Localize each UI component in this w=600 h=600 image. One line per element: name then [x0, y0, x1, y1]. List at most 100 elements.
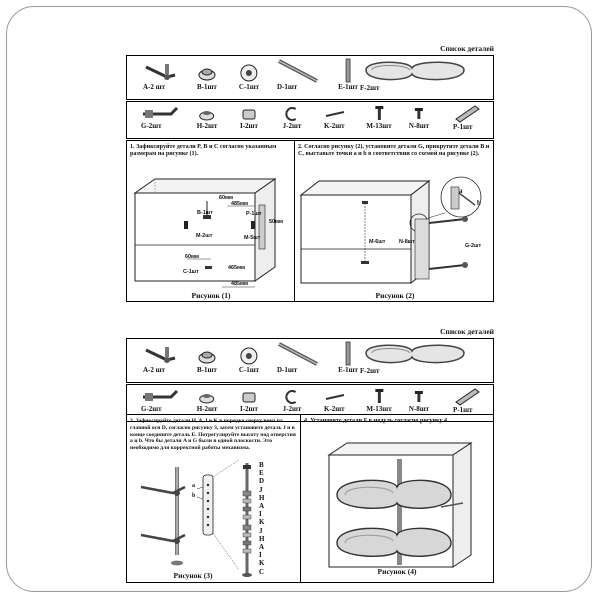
part-label: H-2шт — [196, 405, 218, 413]
pole-icon — [345, 58, 351, 83]
part-i: I-2шт — [240, 389, 258, 413]
label-c-1: C-1шт — [183, 269, 199, 275]
part-k: K-2шт — [324, 106, 346, 130]
part-j: J-2шт — [282, 106, 302, 130]
dim-465: 465мм — [228, 265, 245, 271]
collar-icon — [242, 109, 256, 120]
parts-list-title: Список деталей — [440, 327, 494, 336]
ring-icon — [199, 111, 215, 121]
figure-1-caption: Рисунок (1) — [191, 291, 231, 300]
bushing-icon — [198, 68, 216, 81]
part-label: I-2шт — [240, 122, 258, 130]
parts-row-2: G-2шт H-2шт I-2шт J-2шт K-2шт M-13шт N-8… — [126, 384, 494, 422]
part-b: B-1шт — [197, 63, 217, 91]
part-label: J-2шт — [282, 405, 302, 413]
part-d: D-1шт — [277, 342, 321, 374]
part-label: E-1шт — [338, 366, 358, 374]
hinge-bracket-icon — [143, 106, 179, 118]
instruction-sheet-1: Список деталей A-2 шт B-1шт C-1шт D-1шт … — [126, 44, 494, 302]
part-label: A-2 шт — [143, 366, 165, 374]
part-a: A-2 шт — [143, 344, 177, 374]
screw-icon — [374, 106, 383, 120]
bracket-arm-icon — [145, 64, 176, 80]
rod-icon — [278, 342, 318, 366]
bushing-icon — [198, 351, 216, 364]
part-label: H-2шт — [196, 122, 218, 130]
step-3: 3. Зафиксируйте детали H, A, I и K в пор… — [127, 415, 301, 582]
plate-icon — [455, 388, 480, 406]
part-h: H-2шт — [196, 389, 218, 413]
cap-icon — [240, 347, 258, 365]
part-m: M-13шт — [366, 388, 392, 413]
stack-letter-7: K — [259, 518, 265, 527]
part-a: A-2 шт — [143, 61, 177, 91]
part-label: C-1шт — [238, 366, 260, 374]
dim-60-top: 60мм — [219, 195, 233, 201]
label-g-2: G-2шт — [465, 243, 482, 249]
bracket-arm-icon — [145, 347, 176, 363]
dim-50: 50мм — [269, 219, 283, 225]
part-k: K-2шт — [324, 389, 346, 413]
parts-row-2: G-2шт H-2шт I-2шт J-2шт K-2шт M-13шт N-8… — [126, 101, 494, 139]
stack-letter-13: C — [259, 567, 265, 576]
part-label: I-2шт — [240, 405, 258, 413]
label-m-2: M-2шт — [196, 233, 213, 239]
point-a: a — [459, 187, 463, 195]
part-b: B-1шт — [197, 346, 217, 374]
screw-icon — [374, 389, 383, 403]
part-label: N-8шт — [408, 122, 430, 130]
part-label: K-2шт — [324, 122, 345, 130]
pole-icon — [345, 341, 351, 366]
stack-letter-3: J — [259, 485, 263, 494]
label-b-1: B-1шт — [197, 210, 213, 216]
label-m-6-visible: M-6шт — [369, 239, 386, 245]
part-c: C-1шт — [239, 63, 259, 91]
part-label: G-2шт — [141, 405, 162, 413]
cap-icon — [240, 64, 258, 82]
stack-letter-4: H — [259, 493, 265, 502]
small-screw-icon — [414, 108, 423, 119]
part-label: D-1шт — [277, 83, 298, 91]
clip-icon — [285, 107, 297, 121]
collar-icon — [242, 392, 256, 403]
stack-letter-9: H — [259, 534, 265, 543]
part-label: D-1шт — [277, 366, 298, 374]
part-label: A-2 шт — [143, 83, 165, 91]
part-f: F-2шт — [360, 58, 470, 92]
part-label: P-1шт — [453, 406, 473, 414]
instruction-sheet-2: Список деталей A-2 шт B-1шт C-1шт D-1шт … — [126, 327, 494, 583]
part-label: J-2шт — [282, 122, 302, 130]
part-label: B-1шт — [197, 366, 217, 374]
stack-letter-10: A — [259, 543, 265, 551]
part-p: P-1шт — [453, 103, 481, 131]
part-e: E-1шт — [338, 341, 358, 374]
part-g: G-2шт — [141, 104, 179, 130]
hinge-bracket-icon — [143, 389, 179, 401]
fig3-point-a: a — [192, 483, 195, 489]
label-m-5: M-5шт — [244, 235, 261, 241]
part-n: N-8шт — [409, 106, 429, 130]
stack-letter-0: B — [259, 461, 264, 469]
figure-3-caption: Рисунок (3) — [173, 571, 213, 580]
label-p-1: P-1шт — [246, 211, 262, 217]
part-label: C-1шт — [238, 83, 260, 91]
pin-icon — [325, 111, 345, 117]
ring-icon — [199, 394, 215, 404]
part-j: J-2шт — [282, 389, 302, 413]
part-label: F-2шт — [360, 84, 380, 92]
step-2: 2. Согласно рисунку (2), установите дета… — [295, 141, 495, 301]
stack-letter-2: D — [259, 477, 265, 486]
page-frame — [6, 6, 592, 592]
step-1-text: 1. Зафиксируйте детали P, B и C согласно… — [130, 144, 277, 158]
part-e: E-1шт — [338, 58, 358, 91]
stack-letter-1: E — [259, 469, 264, 478]
axis-assembly-drawing — [140, 459, 252, 577]
steps-panel-1: 1. Зафиксируйте детали P, B и C согласно… — [126, 140, 494, 302]
steps-panel-2: 3. Зафиксируйте детали H, A, I и K в пор… — [126, 414, 494, 583]
step-3-text: 3. Зафиксируйте детали H, A, I и K в пор… — [130, 418, 296, 452]
part-label: E-1шт — [338, 83, 358, 91]
stack-letter-8: J — [259, 526, 263, 535]
figure-4-caption: Рисунок (4) — [377, 567, 417, 576]
part-d: D-1шт — [277, 59, 321, 91]
part-label: N-8шт — [408, 405, 430, 413]
